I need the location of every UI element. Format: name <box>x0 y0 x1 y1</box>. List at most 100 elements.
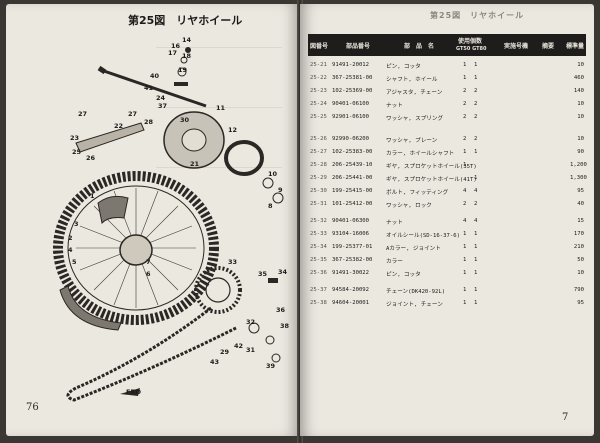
callout-2: 2 <box>68 234 73 242</box>
callout-10: 10 <box>268 170 278 178</box>
cell-name: ナット <box>386 103 403 109</box>
cell-qb: 1 <box>474 300 478 306</box>
figure-title: 第25図 リヤホイール <box>128 14 243 27</box>
cell-qa: 1 <box>463 287 467 293</box>
cell-qb: 1 <box>474 287 478 293</box>
cell-qb: 1 <box>474 257 478 263</box>
callout-8: 8 <box>268 202 273 210</box>
cell-name: ギヤ, スプロケットホイール(35T) <box>386 164 477 170</box>
callout-37: 37 <box>158 102 167 110</box>
cell-qb: 1 <box>474 62 478 68</box>
cell-name: シャフト, ホイール <box>386 77 438 83</box>
cell-qty: 210 <box>573 244 584 250</box>
ghost-text: ――――――――――――――――――――― <box>156 104 282 111</box>
cell-qa: 1 <box>463 149 467 155</box>
cell-pn: 91491-20012 <box>332 62 370 68</box>
cell-ref: 25-33 <box>310 231 327 237</box>
cell-qb: 1 <box>474 175 478 181</box>
ghost-text: ――――――――――――――――――――― <box>156 164 282 171</box>
callout-14: 14 <box>182 36 192 44</box>
cell-qa: 2 <box>463 201 467 207</box>
callout-31: 31 <box>246 346 256 354</box>
cell-pn: 206-25439-10 <box>332 162 373 168</box>
callout-33: 33 <box>228 258 237 266</box>
cell-name: ワッシャ, ロック <box>386 203 432 209</box>
cell-qa: 1 <box>463 75 467 81</box>
cell-name: Aカラー, ジョイント <box>386 246 441 252</box>
exploded-parts-diagram: FRO 14 16 17 18 19 40 41 24 37 11 30 12 … <box>53 36 290 402</box>
cell-qa: 4 <box>463 188 467 194</box>
callout-3: 3 <box>74 220 79 228</box>
cell-name: ワッシャ, スプリング <box>386 116 444 122</box>
top-strip-title: 第25図 リヤホイール <box>430 11 525 20</box>
cell-qa: 1 <box>463 231 467 237</box>
cell-qa: 4 <box>463 218 467 224</box>
cell-ref: 25-22 <box>310 75 327 81</box>
inner-tube <box>97 195 129 225</box>
callout-22: 22 <box>114 122 123 130</box>
callout-42: 42 <box>234 342 243 350</box>
cell-pn: 102-25383-00 <box>332 149 373 155</box>
cell-qty: 790 <box>573 287 584 293</box>
callout-7: 7 <box>146 258 151 266</box>
cell-ref: 25-26 <box>310 136 327 142</box>
callout-32: 32 <box>246 318 255 326</box>
callout-11: 11 <box>216 104 226 112</box>
header-name: 部 品 名 <box>404 43 435 50</box>
cell-qa: 1 <box>463 244 467 250</box>
cell-qty: 10 <box>577 101 584 107</box>
callout-6: 6 <box>146 270 151 278</box>
cell-name: ピン, コッタ <box>386 64 421 70</box>
cell-qb: 2 <box>474 201 478 207</box>
cell-name: ボルト, フィッティング <box>386 190 449 196</box>
callout-27b: 27 <box>128 110 137 118</box>
header-part-no: 部品番号 <box>346 43 371 50</box>
callout-19: 19 <box>178 66 188 74</box>
cell-qb: 1 <box>474 231 478 237</box>
rear-tire <box>53 171 219 325</box>
left-page-number: 76 <box>26 402 39 413</box>
callout-24: 24 <box>156 94 166 102</box>
cell-qb: 2 <box>474 88 478 94</box>
cell-pn: 93104-16006 <box>332 231 370 237</box>
cell-pn: 91491-30022 <box>332 270 370 276</box>
header-unit: 標準量 <box>566 43 585 50</box>
cell-qty: 1,200 <box>570 162 587 168</box>
cell-ref: 25-34 <box>310 244 327 250</box>
cell-name: ピン, コッタ <box>386 272 421 278</box>
cell-ref: 25-31 <box>310 201 327 207</box>
cell-ref: 25-29 <box>310 175 327 181</box>
callout-4: 4 <box>68 246 73 254</box>
cell-qty: 15 <box>577 218 584 224</box>
callout-23: 23 <box>70 134 79 142</box>
callout-35: 35 <box>258 270 268 278</box>
brake-shoes <box>224 140 264 176</box>
callout-43: 43 <box>210 358 219 366</box>
cell-qty: 40 <box>577 201 584 207</box>
cell-ref: 25-37 <box>310 287 327 293</box>
cell-qa: 2 <box>463 136 467 142</box>
cell-qty: 50 <box>577 257 584 263</box>
cell-name: アジャスタ, チェーン <box>386 90 443 96</box>
cell-ref: 25-35 <box>310 257 327 263</box>
cell-pn: 92990-06200 <box>332 136 370 142</box>
hub <box>119 234 153 266</box>
callout-numbers: 14 16 17 18 19 40 41 24 37 11 30 12 27 2… <box>68 36 290 370</box>
cell-pn: 199-25415-00 <box>332 188 373 194</box>
cell-name: カラー <box>386 259 403 265</box>
cell-name: ジョイント, チェーン <box>386 302 443 308</box>
